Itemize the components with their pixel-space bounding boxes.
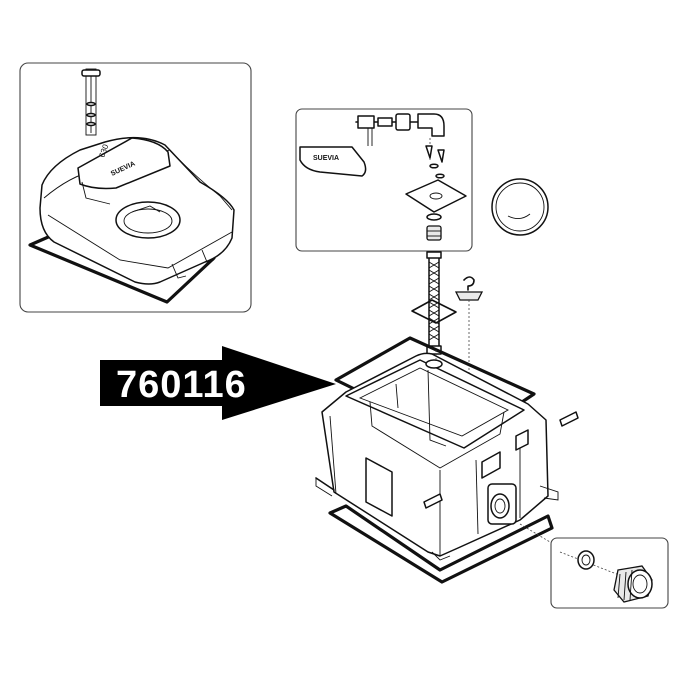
model-code-label: 630 [97,143,110,159]
mounting-plate [405,179,467,213]
bottom-gasket [328,504,554,584]
part-callout: 760116 [100,346,336,420]
part-number-label: 760116 [116,364,247,406]
side-port [490,493,510,519]
side-window [365,457,393,517]
nozzle-brand-label: SUEVIA [313,155,339,162]
nozzle-body [299,146,367,177]
base-housing [315,350,581,584]
valve-inset-frame [295,108,473,252]
plug-cap [613,565,653,603]
valve-inset: SUEVIA [295,108,473,252]
loose-pin [559,411,579,427]
cover-opening [115,201,181,239]
plug-inset [550,537,669,609]
cover-inset: SUEVIA 630 [19,62,252,313]
elbow-fitting [417,113,445,137]
round-cap [491,178,549,236]
plug-inset-frame [550,537,669,609]
callout-arrow [100,346,336,420]
valve-stem [81,68,101,136]
side-pin [423,493,443,509]
plug-washer [577,550,595,570]
hose-fitting [426,225,442,241]
hose-gasket [411,299,457,324]
